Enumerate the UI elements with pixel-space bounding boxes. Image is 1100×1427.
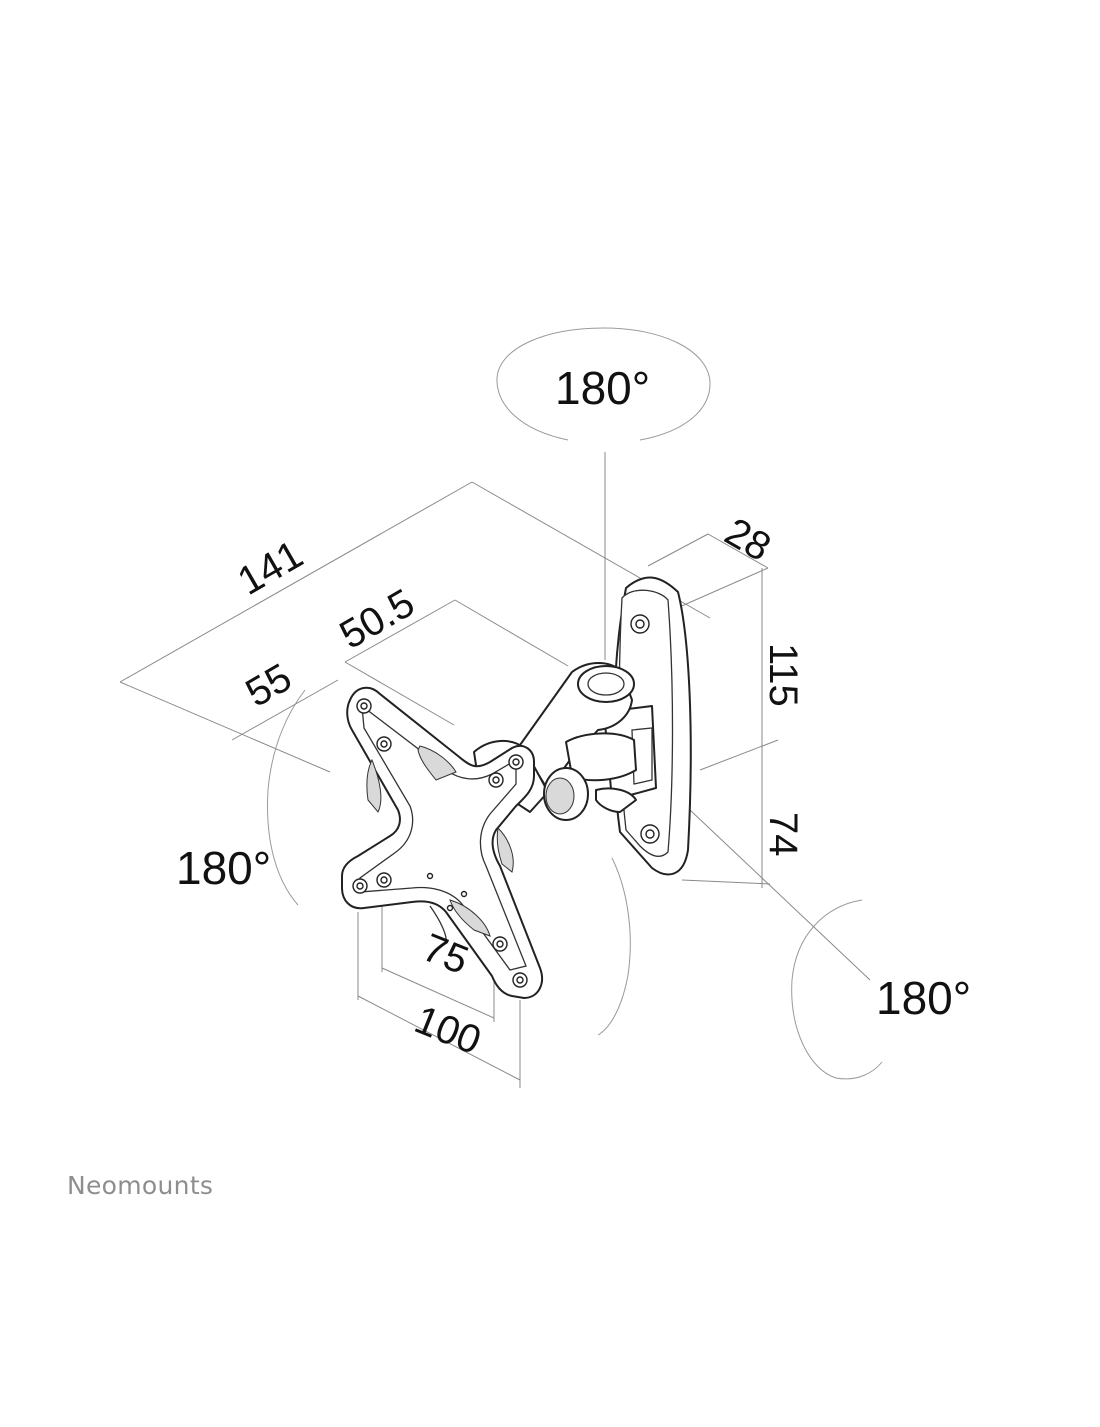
dim-wall-plate-height: 115	[761, 643, 805, 707]
swivel-arm	[473, 662, 637, 821]
bottom-right-rotation-arc	[791, 899, 883, 1080]
dimension-lines	[119, 481, 871, 1088]
top-rotation-arc	[496, 327, 711, 441]
left-rotation-arc	[267, 689, 306, 906]
right-rotation-arc	[597, 857, 631, 1036]
brand-logo: Neomounts	[67, 1171, 213, 1200]
bottom-right-rotation-label: 180°	[876, 972, 971, 1024]
vesa-plate	[341, 686, 543, 999]
dim-total-depth: 141	[231, 532, 311, 603]
left-rotation-label: 180°	[176, 842, 271, 894]
dim-wall-plate-depth: 28	[718, 510, 779, 570]
wall-plate	[603, 576, 692, 876]
top-rotation-label: 180°	[555, 362, 650, 414]
dim-arm-segment: 50.5	[333, 581, 422, 658]
rotation-indicators	[267, 327, 883, 1080]
dim-vesa-large: 100	[409, 998, 487, 1064]
dim-pivot-height: 74	[761, 812, 805, 857]
